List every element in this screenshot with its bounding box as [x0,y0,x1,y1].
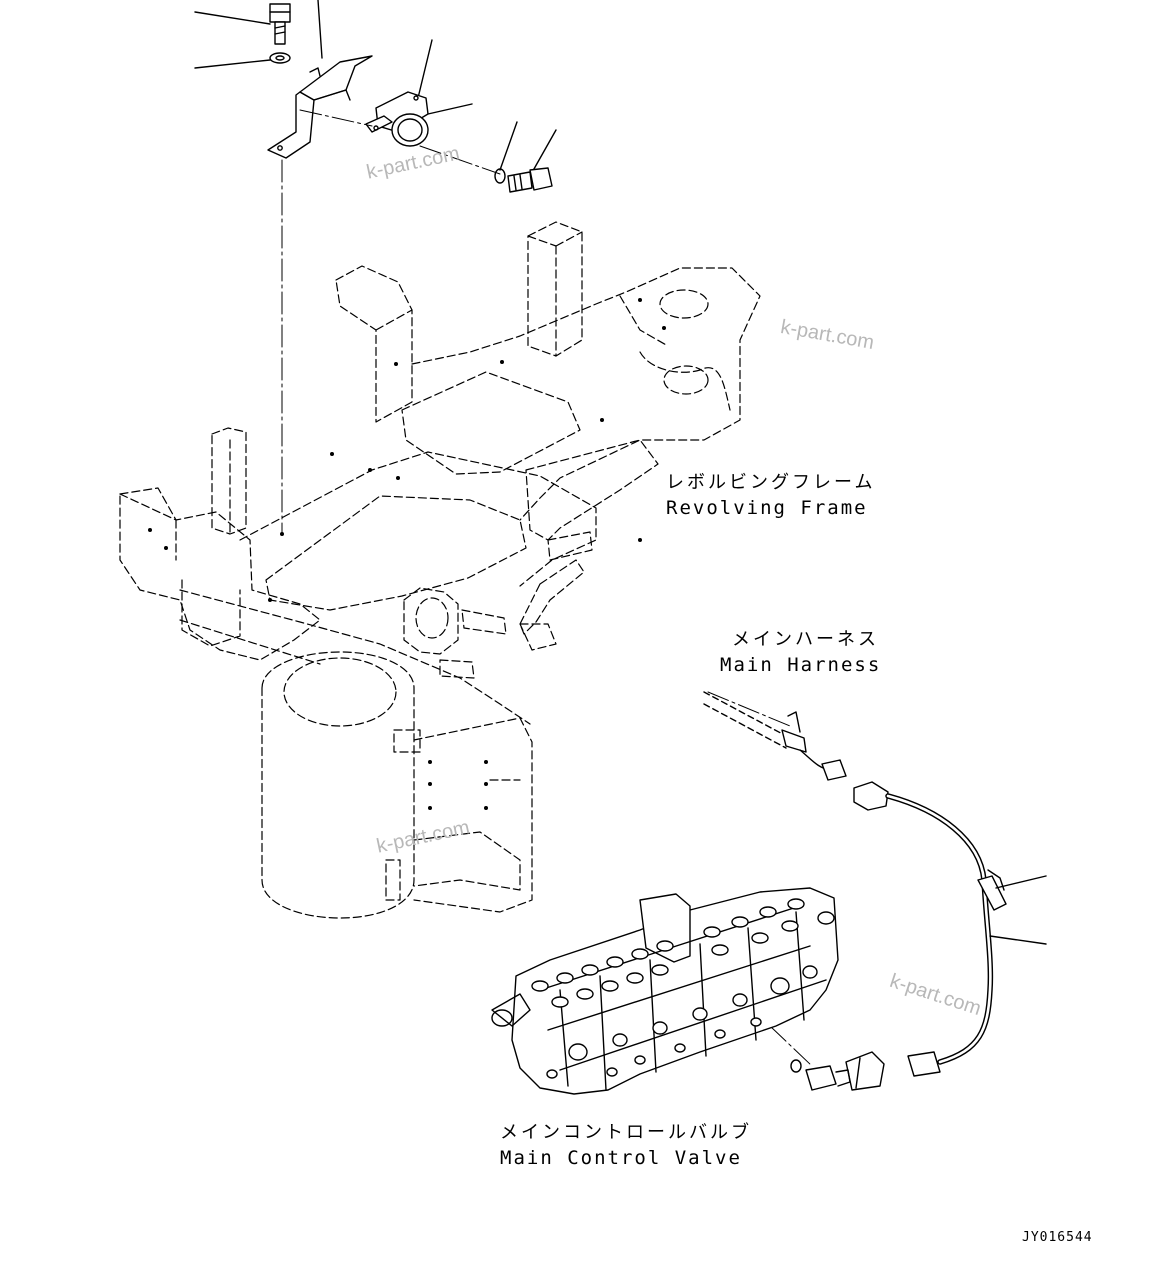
drawing-code: JY016544 [1022,1230,1093,1245]
main-control-valve-label-en: Main Control Valve [500,1147,742,1169]
revolving-frame-label-jp: レボルビングフレーム [666,472,876,493]
mounting-bracket [267,55,373,159]
revolving-frame-label-en: Revolving Frame [666,497,868,519]
revolving-frame [119,221,761,919]
valve-ports [531,898,835,1079]
main-harness [703,691,847,781]
leader-lines-top [194,0,557,177]
main-control-valve-label-jp: メインコントロールバルブ [500,1122,752,1143]
main-harness-label-en: Main Harness [720,654,882,676]
center-lines [281,109,813,1067]
main-harness-label-jp: メインハーネス [732,629,879,650]
bolt-right [507,167,553,193]
washer-top [269,52,291,64]
sensor-harness [853,781,1047,1077]
frame-holes [148,298,666,810]
pressure-sensor [790,1051,885,1091]
bolt-top [269,3,291,45]
washer-right [494,168,506,184]
buzzer-unit [365,91,429,147]
